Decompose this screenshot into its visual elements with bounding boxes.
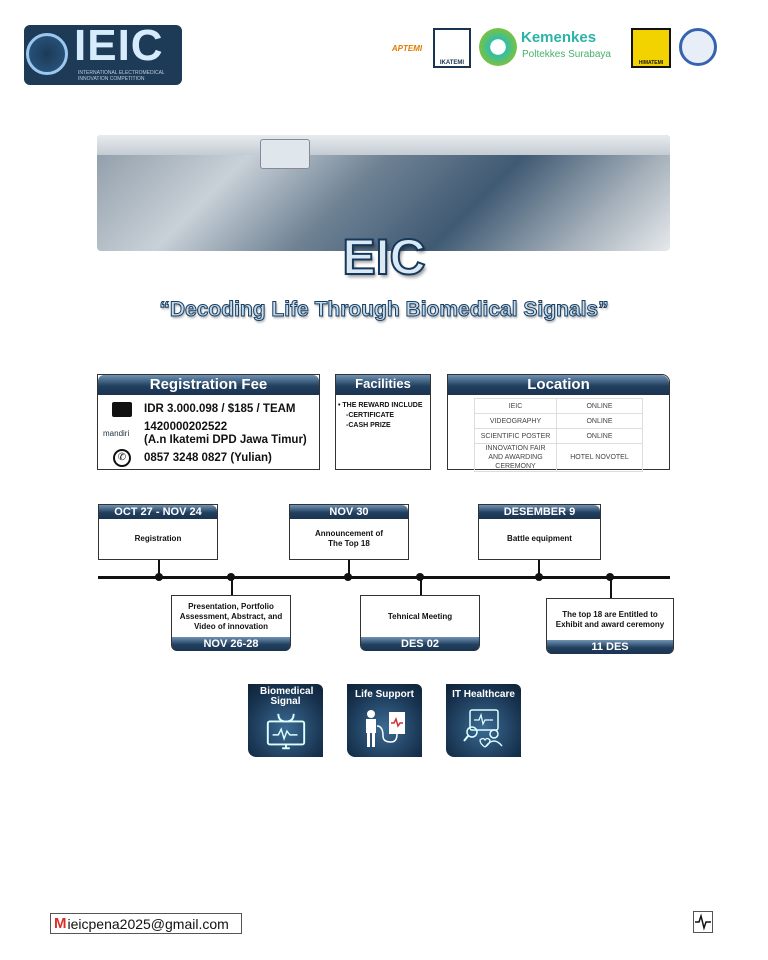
hero-tagline: “Decoding Life Through Biomedical Signal… [159,298,609,322]
logo-text: IEIC [74,21,164,70]
hero-title: EIC [341,228,426,286]
contact-phone[interactable]: 0857 3248 0827 (Yulian) [144,452,272,464]
poltekkes-seal-icon [679,28,717,66]
location-title: Location [448,375,669,395]
category-label: IT Healthcare [452,689,515,700]
cell: VIDEOGRAPHY [474,413,557,429]
timeline-dot [606,573,614,581]
cell: IEIC [474,398,557,414]
event-label: The top 18 are Entitled to Exhibit and a… [555,609,665,629]
timeline-dot [535,573,543,581]
account-name: (A.n Ikatemi DPD Jawa Timur) [144,434,307,446]
timeline-dot [344,573,352,581]
event-label: Battle equipment [507,534,572,543]
aptemi-logo: APTEMI [391,43,423,53]
cell: SCIENTIFIC POSTER [474,428,557,444]
cell: ONLINE [556,413,643,429]
event-label: Announcement of The Top 18 [315,529,383,548]
logo-subtitle: INTERNATIONAL ELECTROMEDICAL INNOVATION … [78,70,165,82]
health-it-icon [463,709,503,748]
ieic-logo: IEIC INTERNATIONAL ELECTROMEDICAL INNOVA… [24,21,182,85]
kemenkes-text: Kemenkes [521,29,597,46]
ikatemi-logo: IKATEMI [433,28,471,68]
whatsapp-icon: ✆ [113,449,131,467]
timeline-event: DESEMBER 9 Battle equipment [478,504,601,560]
facility-item: -CERTIFICATE [346,412,395,419]
cell: HOTEL NOVOTEL [556,443,643,472]
category-biomedical-signal: Biomedical Signal [248,684,323,757]
globe-heart-icon [26,33,68,75]
event-date: DESEMBER 9 [479,505,600,519]
timeline-dot [155,573,163,581]
fee-text: IDR 3.000.098 / $185 / TEAM [144,403,296,415]
cell: ONLINE [556,398,643,414]
event-date: OCT 27 - NOV 24 [99,505,217,519]
timeline-axis [98,576,670,579]
event-label: Tehnical Meeting [387,611,453,621]
email-text[interactable]: ieicpena2025@gmail.com [67,915,229,932]
poltekkes-text: Poltekkes Surabaya [522,49,611,60]
facility-item: -CASH PRIZE [346,422,391,429]
timeline-event: Presentation, Portfolio Assessment, Abst… [171,595,291,651]
cell: INNOVATION FAIR AND AWARDING CEREMONY [474,443,557,472]
category-it-healthcare: IT Healthcare [446,684,521,757]
registration-card: Registration Fee IDR 3.000.098 / $185 / … [97,374,320,470]
facilities-title: Facilities [336,375,430,395]
gmail-icon: M [54,915,67,932]
timeline-event: NOV 30 Announcement of The Top 18 [289,504,409,560]
timeline-event: OCT 27 - NOV 24 Registration [98,504,218,560]
registration-title: Registration Fee [98,375,319,395]
category-label: Life Support [355,689,414,700]
category-label: Biomedical Signal [260,686,314,707]
timeline-event: The top 18 are Entitled to Exhibit and a… [546,598,674,654]
mandiri-logo: mandiri [103,429,130,438]
event-date: 11 DES [547,640,673,654]
event-label: Presentation, Portfolio Assessment, Abst… [179,601,283,631]
hero-photo [97,135,670,251]
timeline-dot [227,573,235,581]
patient-monitor-icon [366,710,405,747]
himatemi-logo: HIMATEMI [631,28,671,68]
event-date: NOV 30 [290,505,408,519]
timeline-event: Tehnical Meeting DES 02 [360,595,480,651]
timeline-dot [416,573,424,581]
facilities-intro: THE REWARD INCLUDE [342,402,423,409]
facilities-card: Facilities • THE REWARD INCLUDE -CERTIFI… [335,374,431,470]
pulse-icon [693,911,713,933]
stethoscope-monitor-icon [266,713,306,750]
event-label: Registration [134,534,182,543]
kemenkes-icon [479,28,517,66]
email-contact[interactable]: M ieicpena2025@gmail.com [50,913,242,934]
category-life-support: Life Support [347,684,422,757]
event-date: NOV 26-28 [172,637,290,651]
credit-card-icon [112,402,132,417]
event-date: DES 02 [361,637,479,651]
account-number: 1420000202522 [144,421,228,433]
cell: ONLINE [556,428,643,444]
